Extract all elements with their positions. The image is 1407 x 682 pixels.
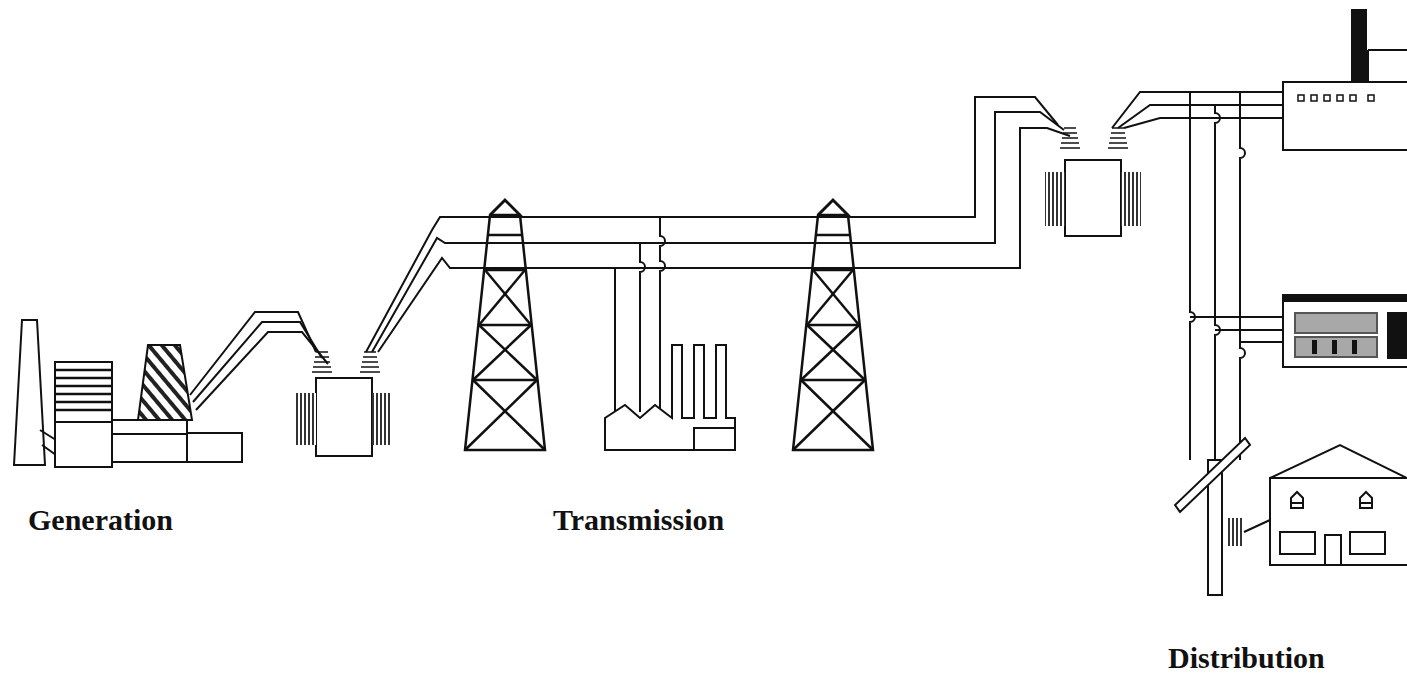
stage-label: Transmission	[553, 503, 724, 536]
stage-label: Distribution	[1168, 641, 1325, 674]
stage-label: Generation	[28, 503, 173, 536]
